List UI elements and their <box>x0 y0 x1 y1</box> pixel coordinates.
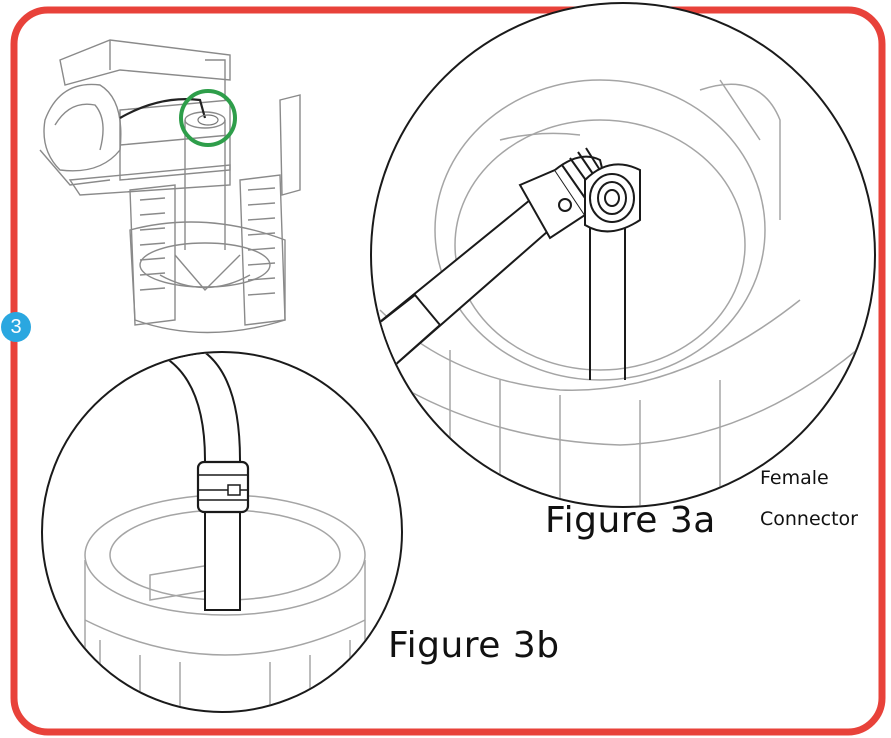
highlight-circle <box>179 89 237 147</box>
red-frame <box>10 6 886 736</box>
figure-3a-detail <box>370 2 876 508</box>
hose-cable <box>119 98 207 119</box>
figure-3b-detail <box>41 351 403 713</box>
female-connector-label-line2: Connector <box>760 508 858 530</box>
female-connector-label-line1: Female <box>760 467 829 489</box>
robot-overview-drawing <box>39 39 301 334</box>
step-number-badge: 3 <box>1 312 31 342</box>
figure-3b-caption: Figure 3b <box>388 625 560 666</box>
figure-3a-caption: Figure 3a <box>545 500 716 541</box>
